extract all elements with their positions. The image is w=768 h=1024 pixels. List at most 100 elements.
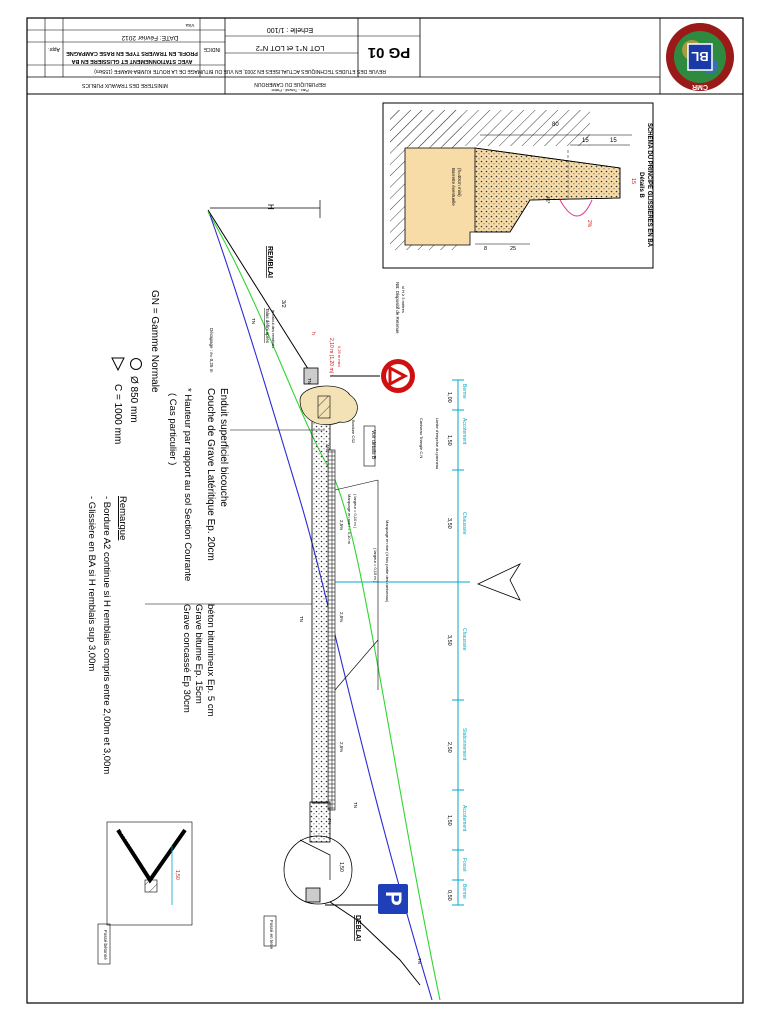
cross-section: H P REMBLAI bbox=[207, 200, 522, 1001]
appr-label: Appr. bbox=[48, 46, 60, 52]
ditch-dim-150: 1,50 bbox=[338, 862, 344, 872]
marquage-axe-2: ( largeur = 0,10 m ) bbox=[353, 494, 358, 529]
dim-8: 8 bbox=[484, 246, 487, 252]
dim-label-chaussee-2: Chaussée bbox=[461, 628, 467, 651]
dim-value-4: 3,50 bbox=[446, 635, 452, 646]
scale-label: Echelle : 1/100 bbox=[267, 26, 313, 33]
barrier-note-1: Barrette éventuelle bbox=[451, 168, 456, 206]
ministry-label: MINISTERE DES TRAVAUX PUBLICS bbox=[81, 82, 168, 88]
remarks-line-2: - Glissière en BA si H remblais sup 3,00… bbox=[86, 496, 97, 671]
remarks: Remarque - Bordure A2 continue si H remb… bbox=[86, 496, 128, 774]
dim-15-a: 15 bbox=[582, 138, 589, 144]
tn-label-5: TN bbox=[417, 958, 422, 964]
fosse-terre-label: Fossé en terre bbox=[269, 920, 274, 950]
dim-25: 25 bbox=[510, 246, 516, 252]
dim-value-7: 0,50 bbox=[446, 890, 452, 901]
detail-b-title: Détails B bbox=[638, 172, 644, 198]
fosse-betonne-label: Fossé bétonné bbox=[103, 930, 108, 960]
layers-left-notes: Enduit superficiel bicouche Couche de Gr… bbox=[205, 388, 325, 561]
circle-symbol-icon bbox=[130, 358, 142, 370]
dimension-strip: 1,00 1,50 3,50 3,50 2,50 1,50 0,50 Berme… bbox=[330, 379, 470, 906]
dim-label-fosse: Fossé bbox=[461, 858, 467, 872]
parking-sign-icon: P bbox=[325, 884, 408, 914]
slope-3-2: 3/2 bbox=[280, 300, 286, 308]
dim-80: 80 bbox=[552, 122, 559, 128]
voir-detail-label: Voir détails B bbox=[370, 430, 376, 460]
pct-4-left: 4% bbox=[325, 444, 330, 451]
limite-emprise: Limite d'emprise du panneau bbox=[435, 418, 440, 469]
h-mark: h bbox=[310, 332, 316, 335]
date-label: DATE: Février 2012 bbox=[121, 34, 178, 41]
legend-line-3: GN = Gamme Normale bbox=[149, 290, 160, 393]
company-logo: BL CMR bbox=[666, 23, 734, 91]
parking-letter: P bbox=[381, 891, 406, 906]
indice-label: INDICE bbox=[203, 46, 221, 52]
drawing-title-1: PROFIL EN TRAVERS TYPE EN RASE CAMPAGNE bbox=[66, 50, 198, 56]
pavement-layers bbox=[311, 417, 331, 804]
pct-25-a: 2,5% bbox=[339, 520, 344, 530]
layer-grave-lat: Couche de Grave Latéritique Ep. 20cm bbox=[205, 388, 216, 561]
h-dimension-label: H bbox=[266, 204, 275, 210]
country-label: REPUBLIQUE DU CAMEROUN bbox=[254, 81, 326, 87]
dim-label-berme-1: Berme bbox=[461, 384, 467, 399]
logo-text: CMR bbox=[692, 83, 708, 90]
dim-label-accotement-2: Accotement bbox=[461, 805, 467, 832]
legend: * Hauteur par rapport au sol Section Cou… bbox=[111, 290, 193, 581]
layer-grave-bitume: Grave bitume Ep. 15cm bbox=[193, 604, 204, 704]
layer-enduit: Enduit superficiel bicouche bbox=[218, 388, 229, 507]
dim-value-1: 1,00 bbox=[446, 392, 452, 403]
detail-b-subtitle: SCHEMA DU PRINCIPE GLISSIERES EN BA bbox=[646, 123, 652, 248]
marquage-axe-1: Marquage en axe l = 0,10 m bbox=[347, 494, 352, 545]
talus-note-2: le calcul des remblais bbox=[271, 310, 276, 348]
project-title: REVUE DES ETUDES TECHNIQUES ACTUALISEES … bbox=[94, 68, 386, 74]
triangle-symbol-icon bbox=[111, 357, 125, 372]
layer-grave-concasse: Grave concassé Ep 30cm bbox=[181, 604, 192, 713]
legend-line-5: C = 1000 mm bbox=[112, 384, 123, 444]
dim-value-2: 1,50 bbox=[446, 435, 452, 446]
bordure-label: Bordure CS2 bbox=[351, 420, 356, 444]
visa-label: Visa bbox=[185, 23, 194, 28]
title-block: PG 01 Echelle : 1/100 LOT N°1 et LOT N°2… bbox=[26, 17, 744, 95]
pct-25-b: 2,5% bbox=[339, 612, 344, 622]
marquage-rive-2: ( largeur = 0,15 m ) bbox=[373, 548, 378, 583]
remarks-line-1: - Bordure A2 continue si H remblais comp… bbox=[101, 496, 112, 774]
tn-label-2: TN bbox=[307, 378, 312, 384]
logo-letters: BL bbox=[691, 49, 708, 64]
deblai-label: DEBLAI bbox=[354, 915, 361, 941]
terrain-blue-line bbox=[209, 214, 433, 1001]
dim-label-chaussee-1: Chaussée bbox=[461, 512, 467, 535]
motto-label: Paix - Travail - Patrie bbox=[271, 88, 309, 93]
tn-label-3: TN bbox=[299, 616, 304, 622]
warning-sign-icon bbox=[330, 359, 415, 393]
embankment-slope bbox=[207, 209, 311, 373]
dim-label-stationnement: Stationnement bbox=[461, 728, 467, 761]
dim-15-c: 15 bbox=[630, 178, 636, 184]
ditch-detail-circle bbox=[283, 835, 353, 905]
decapage-label: Décapage : e= 0,25 m bbox=[209, 328, 214, 373]
legend-line-2: ( Cas particulier ) bbox=[167, 393, 178, 465]
barrier-note-2: (h=40cm mini) bbox=[457, 168, 462, 197]
nb-dispositif-2: si H ≥ 3 mètres bbox=[401, 286, 406, 313]
angle-45: 45° bbox=[544, 196, 550, 204]
remblai-label: REMBLAI bbox=[266, 246, 273, 278]
dim-label-berme-2: Berme bbox=[461, 884, 467, 899]
barrier-block bbox=[303, 367, 319, 385]
dim-value-5: 2,50 bbox=[446, 742, 452, 753]
tn-label-1: TN bbox=[251, 318, 256, 324]
marquage-rive-1: Marquage en rive (4 fois partie des cani… bbox=[385, 520, 390, 603]
fosse-dim-150: 1,50 bbox=[174, 870, 180, 880]
drawing-number: PG 01 bbox=[368, 44, 411, 61]
remarks-title: Remarque bbox=[117, 496, 128, 540]
layer-beton: béton bitumineux Ep. 5 cm bbox=[205, 604, 216, 717]
cut-slope bbox=[329, 901, 421, 986]
talus-note-1: Talus défini après bbox=[265, 308, 270, 344]
dist-025: 0,25 m mini bbox=[337, 346, 342, 367]
lots-label: LOT N°1 et LOT N°2 bbox=[256, 44, 325, 53]
slope-2pct: 2% bbox=[586, 220, 592, 228]
terrain-green-line bbox=[207, 211, 441, 1001]
dim-label-accotement-1: Accotement bbox=[461, 418, 467, 445]
legend-line-1: * Hauteur par rapport au sol Section Cou… bbox=[182, 388, 193, 581]
layers-right-notes: béton bitumineux Ep. 5 cm Grave bitume E… bbox=[145, 603, 312, 717]
pct-25-c: 2,5% bbox=[339, 742, 344, 752]
